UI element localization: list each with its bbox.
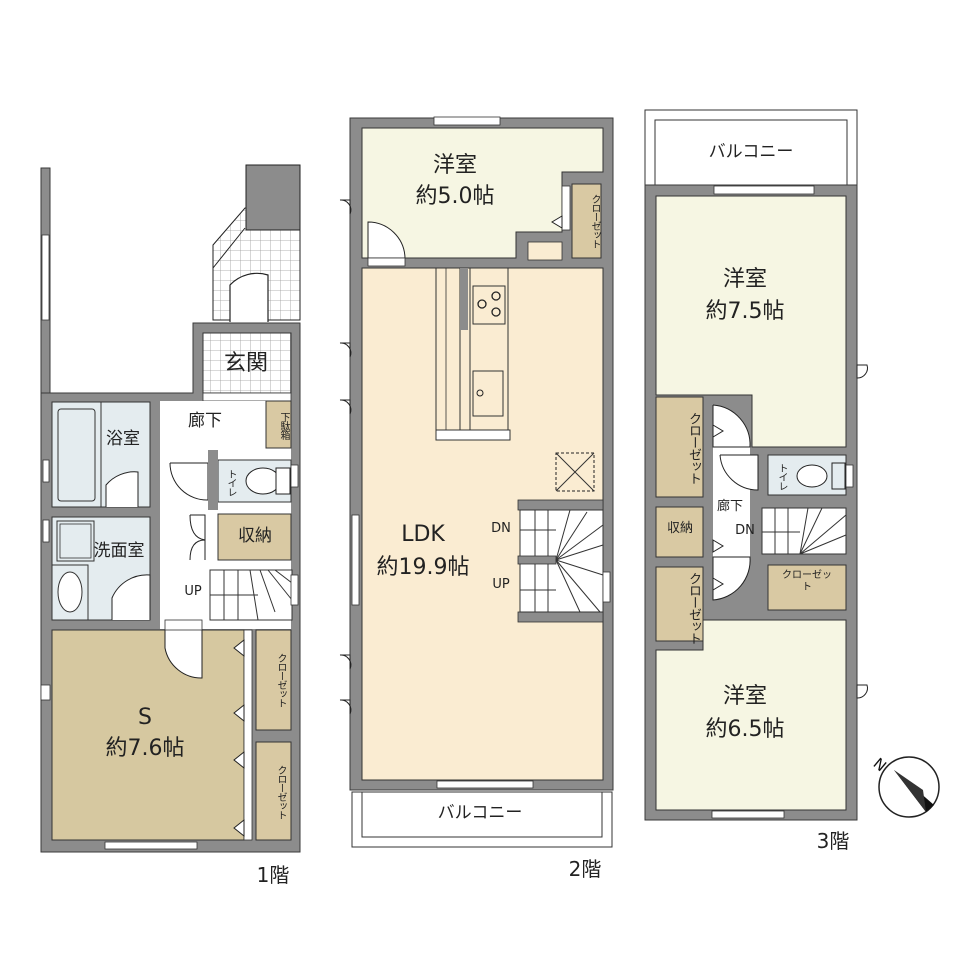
room-western-3f-b-name: 洋室 [722,684,767,709]
closet-2f: クローゼット [589,194,600,248]
closet-3f-c: クローゼット [782,570,832,593]
room-service-name: S [138,705,152,730]
floor-label-1f: 1階 [256,863,290,887]
stairs-down-3f: DN [735,523,755,538]
balcony-3f: バルコニー [708,142,794,162]
room-ldk-size: 約19.9帖 [376,555,470,580]
closet-3f-a: クローゼット [686,412,701,484]
stairs-up-1f: UP [184,584,202,599]
stairs-down-2f: DN [491,521,511,536]
room-hallway-3f: 廊下 [716,499,743,514]
north-arrow-icon: N [870,754,940,818]
room-storage-3f: 収納 [666,521,693,536]
room-ldk-name: LDK [401,522,445,547]
room-western-3f-b-size: 約6.5帖 [705,717,785,742]
floor-label-3f: 3階 [816,829,850,853]
room-hallway-1f: 廊下 [188,411,222,431]
closet-1f-2: クローゼット [275,765,286,819]
room-toilet-1f: トイレ [225,468,236,496]
floor-3-plan [644,109,868,821]
room-western-2f-size: 約5.0帖 [415,184,495,209]
shoe-box: 下駄箱 [278,411,289,439]
closet-1f-1: クローゼット [275,653,286,707]
closet-3f-b: クローゼット [686,572,701,644]
floor-label-2f: 2階 [568,857,602,881]
floor-2-plan [339,116,614,848]
room-western-3f-a-name: 洋室 [722,267,767,292]
room-bath: 浴室 [106,429,140,449]
balcony-2f: バルコニー [437,803,523,823]
room-storage-1f: 収納 [238,526,272,546]
room-western-2f-name: 洋室 [432,153,477,178]
room-entrance: 玄関 [223,351,268,376]
room-washroom: 洗面室 [93,541,145,561]
floor-1-plan [40,164,301,853]
room-western-3f-a-size: 約7.5帖 [705,299,785,324]
room-service-size: 約7.6帖 [105,736,185,761]
room-toilet-3f: トイレ [776,462,787,490]
stairs-up-2f: UP [492,577,510,592]
